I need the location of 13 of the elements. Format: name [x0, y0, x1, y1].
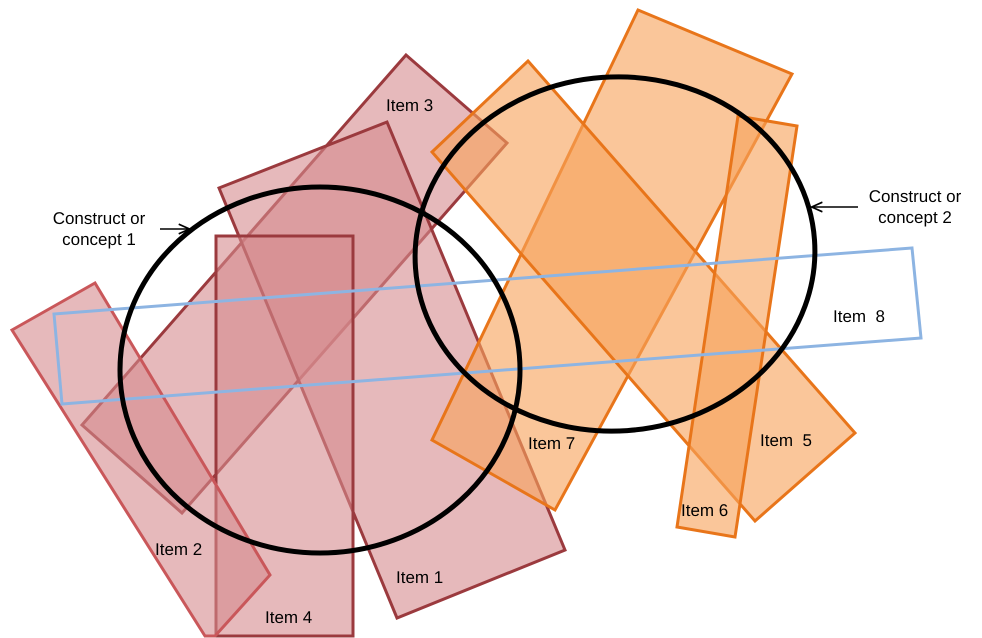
item-label: Item 2: [155, 540, 202, 560]
item-label: Item 1: [396, 568, 444, 588]
item-label: Item 3: [386, 96, 434, 116]
item-rectangle: [214, 234, 355, 638]
item-label: Item 4: [265, 608, 312, 628]
item-label: Item 6: [681, 501, 728, 521]
item-label: Item 7: [528, 434, 576, 454]
concept-label: Construct or concept 2: [860, 186, 970, 228]
leader-arrow: [810, 201, 858, 213]
leader-arrow: [160, 223, 190, 235]
item-label: Item 8: [833, 307, 885, 327]
concept-label: Construct or concept 1: [40, 208, 158, 250]
item-label: Item 5: [760, 431, 812, 451]
